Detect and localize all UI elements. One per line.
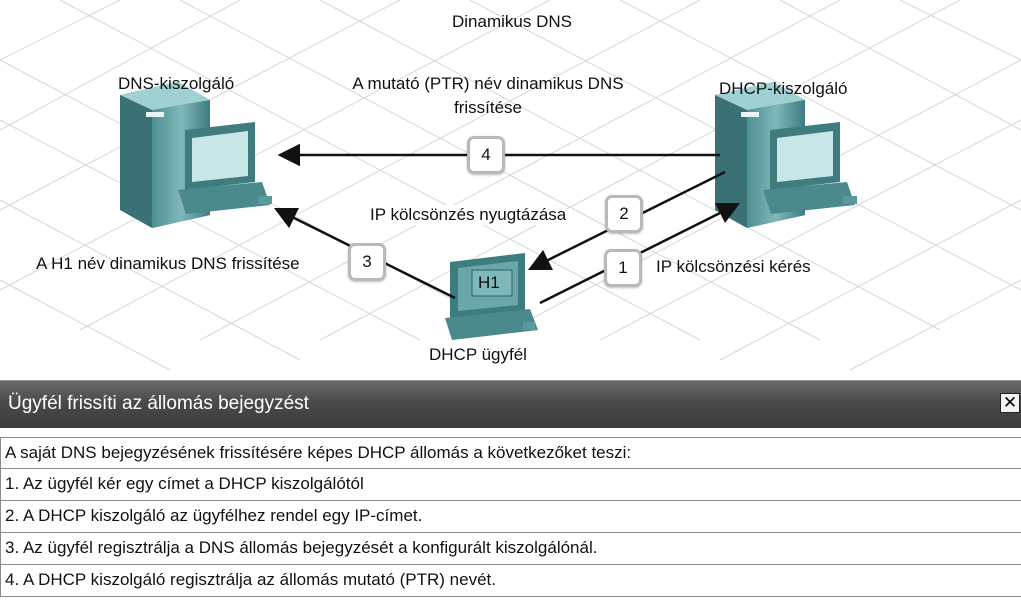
panel-step-4: 4. A DHCP kiszolgáló regisztrálja az áll… [0, 565, 1021, 597]
dns-server-computer-icon [120, 82, 272, 228]
panel-title: Ügyfél frissíti az állomás bejegyzést [8, 393, 309, 414]
step-3-badge: 3 [348, 243, 386, 281]
diagram-title: Dinamikus DNS [452, 12, 572, 31]
diagram-canvas [0, 0, 1021, 371]
panel-header: Ügyfél frissíti az állomás bejegyzést ✕ [0, 381, 1021, 428]
info-panel: Ügyfél frissíti az állomás bejegyzést ✕ … [0, 380, 1021, 611]
dynamic-dns-diagram: Dinamikus DNS DNS-kiszolgáló DHCP-kiszol… [0, 0, 1021, 371]
panel-step-2: 2. A DHCP kiszolgáló az ügyfélhez rendel… [0, 501, 1021, 533]
step3-label: A H1 név dinamikus DNS frissítése [36, 254, 300, 273]
step1-label: IP kölcsönzési kérés [656, 257, 811, 276]
step-4-badge: 4 [467, 136, 505, 174]
step4-label-line2: frissítése [453, 98, 523, 117]
step-1-badge: 1 [604, 249, 642, 287]
step2-label: IP kölcsönzés nyugtázása [370, 205, 567, 225]
client-label: DHCP ügyfél [429, 345, 527, 364]
step-2-badge: 2 [605, 195, 643, 233]
panel-step-3: 3. Az ügyfél regisztrálja a DNS állomás … [0, 533, 1021, 565]
dhcp-server-label: DHCP-kiszolgáló [719, 79, 848, 98]
host-tag-h1: H1 [478, 273, 500, 292]
panel-intro-line: A saját DNS bejegyzésének frissítésére k… [0, 437, 1021, 469]
dhcp-server-computer-icon [715, 82, 857, 228]
step4-label-line1: A mutató (PTR) név dinamikus DNS [352, 74, 624, 93]
dhcp-client-computer-icon [445, 253, 538, 340]
panel-body: A saját DNS bejegyzésének frissítésére k… [0, 437, 1021, 597]
panel-step-1: 1. Az ügyfél kér egy címet a DHCP kiszol… [0, 469, 1021, 501]
close-button[interactable]: ✕ [1000, 393, 1020, 413]
dns-server-label: DNS-kiszolgáló [118, 74, 235, 93]
